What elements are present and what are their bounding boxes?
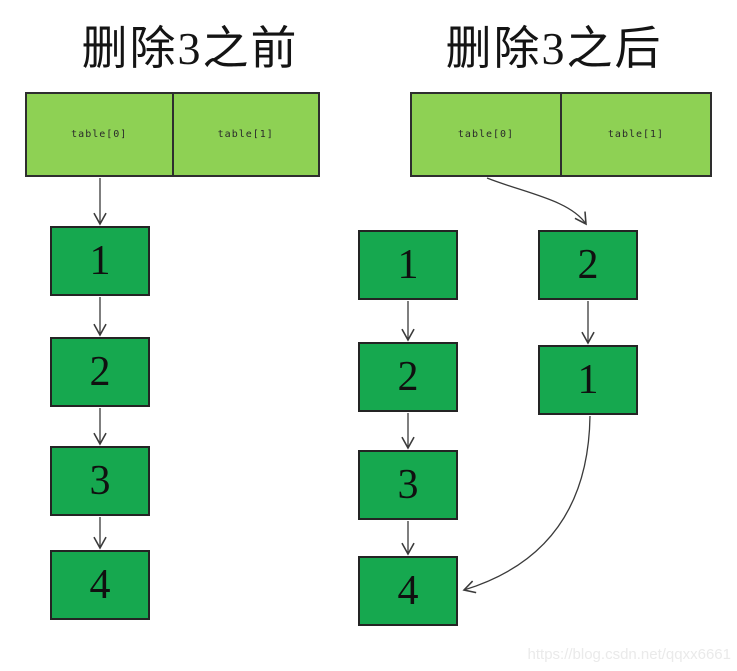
before-table-cell-1: table[1] (171, 94, 319, 175)
arrow-after-table-to-2-curve (486, 177, 587, 226)
before-node-1: 1 (50, 226, 150, 296)
arrow-after-1-to-4-curve (462, 415, 591, 594)
after-table-cell-1: table[1] (560, 94, 710, 175)
after-new-node-1: 1 (538, 345, 638, 415)
after-old-node-4: 4 (358, 556, 458, 626)
after-table-cell-0: table[0] (457, 129, 515, 140)
before-table-cell-0: table[0] (71, 129, 128, 140)
watermark: https://blog.csdn.net/qqxx6661 (527, 646, 731, 663)
after-old-node-3: 3 (358, 450, 458, 520)
before-node-3: 3 (50, 446, 150, 516)
after-title: 删除3之后 (445, 23, 663, 74)
after-new-node-2: 2 (538, 230, 638, 300)
before-title: 删除3之前 (81, 23, 299, 74)
after-hash-table: table[0] table[1] (410, 92, 712, 177)
before-node-4: 4 (50, 550, 150, 620)
after-old-node-1: 1 (358, 230, 458, 300)
after-old-node-2: 2 (358, 342, 458, 412)
before-node-2: 2 (50, 337, 150, 407)
before-hash-table: table[0] table[1] (25, 92, 320, 177)
